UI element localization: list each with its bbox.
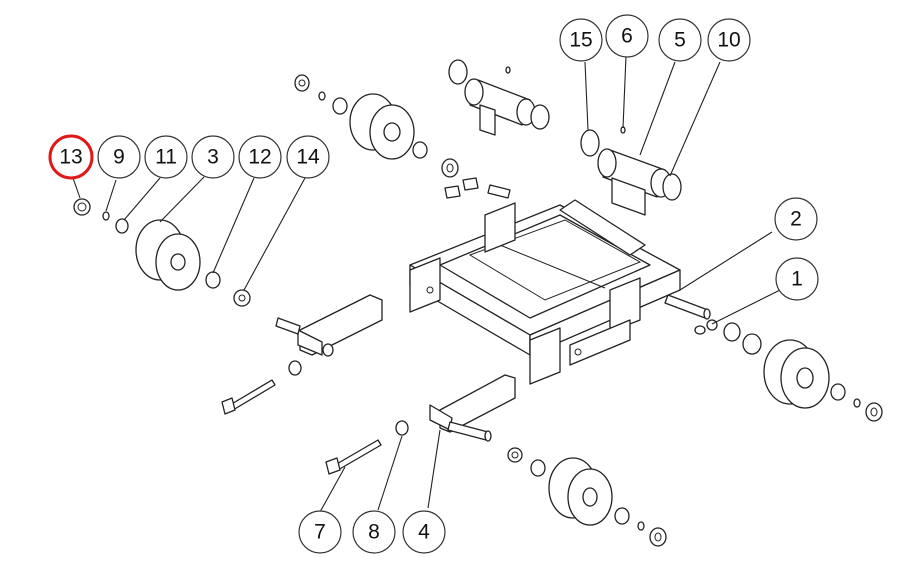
callout-11: 11 [144, 135, 188, 179]
leader-15 [584, 61, 589, 131]
callout-7-label: 7 [314, 521, 326, 544]
callout-10-label: 10 [717, 29, 740, 52]
callout-13-label: 13 [59, 146, 82, 169]
pivot-sleeve-left [448, 59, 550, 136]
callout-10: 10 [707, 18, 751, 62]
callout-9: 9 [97, 135, 141, 179]
callout-4-label: 4 [418, 521, 430, 544]
bolt-lower [325, 420, 409, 475]
leader-5 [639, 61, 676, 156]
leader-lines [72, 55, 781, 513]
callout-6-label: 6 [621, 25, 633, 48]
callout-14-label: 14 [296, 146, 320, 169]
leader-14 [243, 177, 306, 291]
callout-3-label: 3 [207, 146, 219, 169]
leader-3 [159, 176, 205, 223]
callout-6: 6 [605, 14, 649, 58]
swing-arm-upper [275, 294, 383, 376]
callout-14: 14 [286, 135, 330, 179]
callout-13: 13 [48, 134, 94, 180]
callout-4: 4 [402, 510, 446, 554]
callout-9-label: 9 [113, 146, 125, 169]
leader-12 [212, 177, 255, 274]
leader-11 [123, 177, 161, 221]
callout-12-label: 12 [248, 146, 271, 169]
bolt-upper [221, 379, 276, 415]
callout-15-label: 15 [569, 29, 592, 52]
swing-arm-lower [429, 374, 516, 442]
callout-5-label: 5 [674, 29, 686, 52]
callout-2-label: 2 [790, 208, 802, 231]
callout-11-label: 11 [155, 146, 177, 169]
rear-upper-wheel-assembly [294, 74, 479, 199]
rear-lower-wheel-assembly [507, 447, 667, 547]
leader-4 [427, 429, 441, 509]
callout-1-label: 1 [791, 268, 803, 291]
leader-1 [711, 289, 781, 325]
leader-6 [622, 55, 627, 129]
callout-2: 2 [774, 197, 818, 241]
main-frame [409, 199, 681, 385]
callout-7: 7 [298, 510, 342, 554]
left-wheel-assembly [73, 198, 251, 307]
leader-7 [319, 466, 346, 513]
rear-axle-shaft [487, 184, 511, 199]
front-wheel-assembly [694, 319, 883, 422]
callout-15: 15 [559, 18, 603, 62]
callout-3: 3 [191, 135, 235, 179]
callout-1: 1 [775, 257, 819, 301]
leader-2 [679, 231, 773, 291]
pivot-sleeve-right [580, 126, 682, 216]
callout-8: 8 [352, 510, 396, 554]
leader-13 [72, 177, 81, 199]
callout-12: 12 [238, 135, 282, 179]
callout-5: 5 [658, 18, 702, 62]
front-axle-shaft [664, 294, 711, 320]
leader-9 [105, 179, 117, 212]
callouts: 13 9 11 3 12 14 15 6 [48, 14, 819, 554]
leader-8 [377, 435, 403, 511]
leader-10 [669, 61, 721, 177]
callout-8-label: 8 [368, 521, 380, 544]
